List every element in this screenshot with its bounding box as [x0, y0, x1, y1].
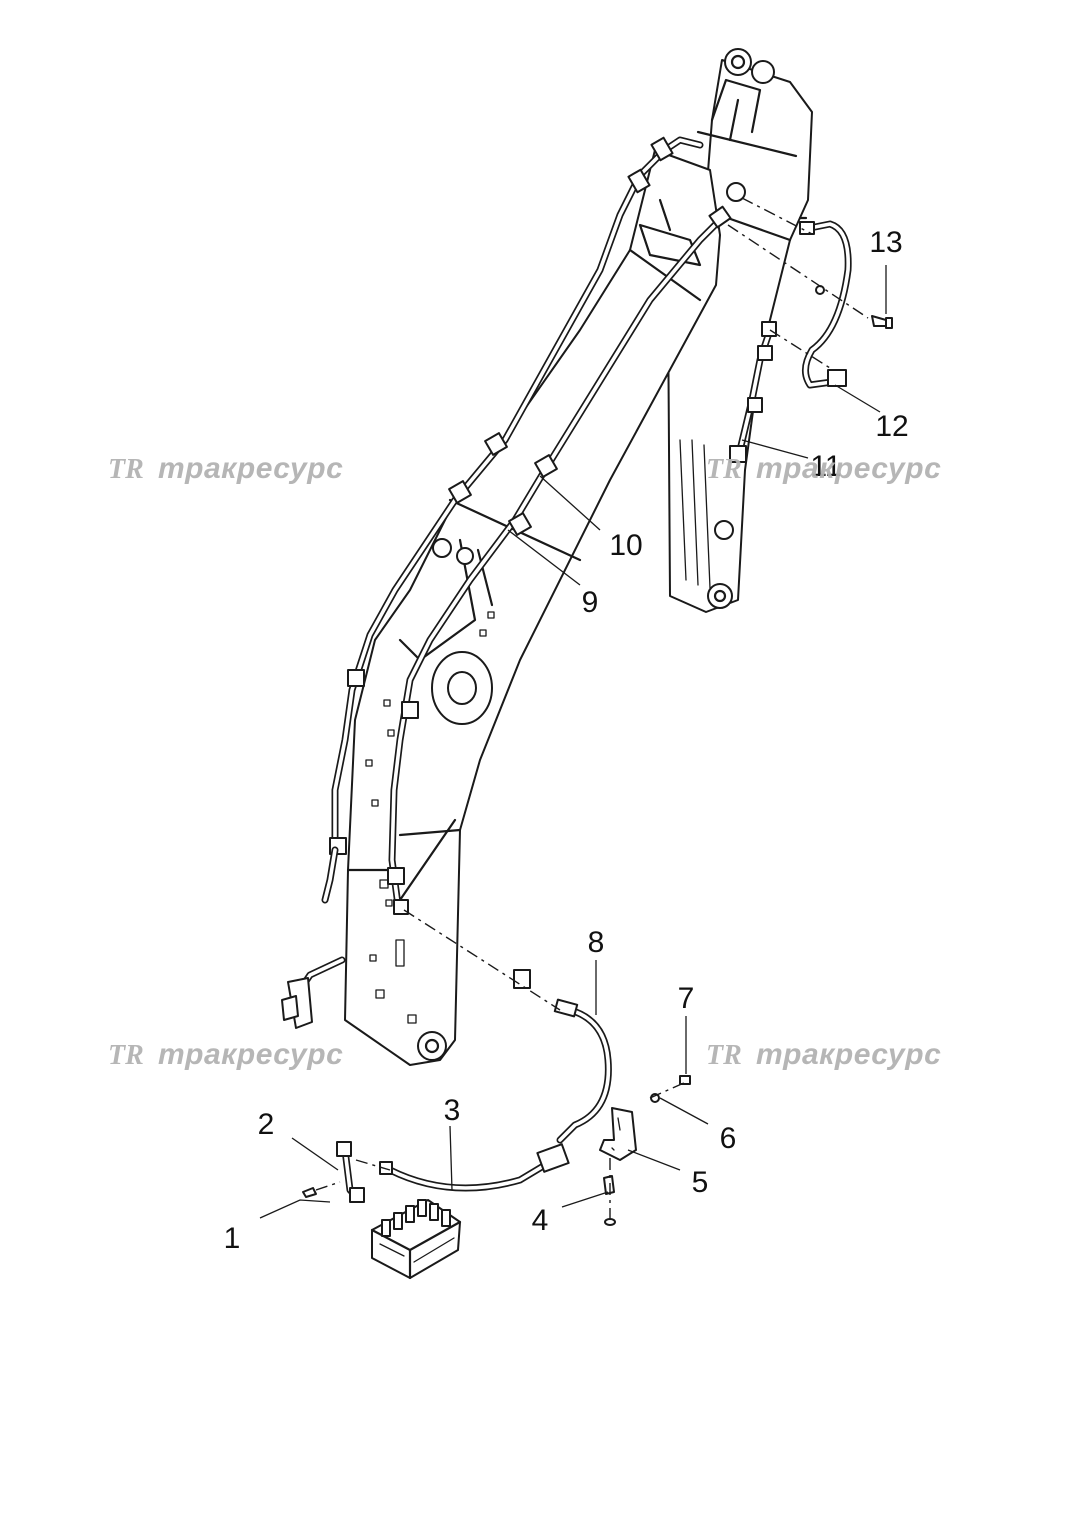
callout-8: 8 [588, 926, 605, 959]
watermark-bottom-left: TR тракресурс [108, 1038, 343, 1071]
watermark-top-right: TR тракресурс [706, 452, 941, 485]
callout-11: 11 [810, 450, 841, 483]
watermark-logo: TR [108, 1040, 144, 1071]
callouts: 1 2 3 4 5 6 7 8 9 10 11 12 13 [224, 226, 909, 1255]
callout-1: 1 [224, 1222, 241, 1255]
watermark-text: тракресурс [158, 452, 343, 485]
fasteners [302, 285, 893, 1226]
watermark-text: тракресурс [158, 1038, 343, 1071]
callout-3: 3 [444, 1094, 461, 1127]
callout-12: 12 [875, 410, 908, 443]
leader-lines [259, 265, 887, 1219]
watermark-bottom-right: TR тракресурс [706, 1038, 941, 1071]
callout-6: 6 [720, 1122, 737, 1155]
boom-pipes [281, 136, 777, 1029]
arm-stick [667, 48, 813, 613]
hose-12 [799, 220, 852, 389]
watermark-logo: TR [706, 454, 742, 485]
callout-7: 7 [678, 982, 695, 1015]
watermark-top-left: TR тракресурс [108, 452, 343, 485]
watermark-logo: TR [108, 454, 144, 485]
pipe-2 [336, 1141, 365, 1203]
watermarks: TR тракресурс TR тракресурс TR тракресур… [108, 452, 941, 1071]
watermark-logo: TR [706, 1040, 742, 1071]
hose-3 [379, 1143, 570, 1192]
bracket-5 [599, 1107, 637, 1161]
alignment-lines [315, 197, 869, 1222]
coupler [513, 969, 531, 989]
control-valve [370, 1199, 462, 1280]
callout-2: 2 [258, 1108, 275, 1141]
callout-9: 9 [582, 586, 599, 619]
hose-8 [553, 998, 612, 1144]
watermark-text: тракресурс [756, 1038, 941, 1071]
watermark-text: тракресурс [756, 452, 941, 485]
callout-5: 5 [692, 1166, 709, 1199]
callout-4: 4 [532, 1204, 549, 1237]
callout-13: 13 [869, 226, 902, 259]
callout-10: 10 [609, 529, 642, 562]
